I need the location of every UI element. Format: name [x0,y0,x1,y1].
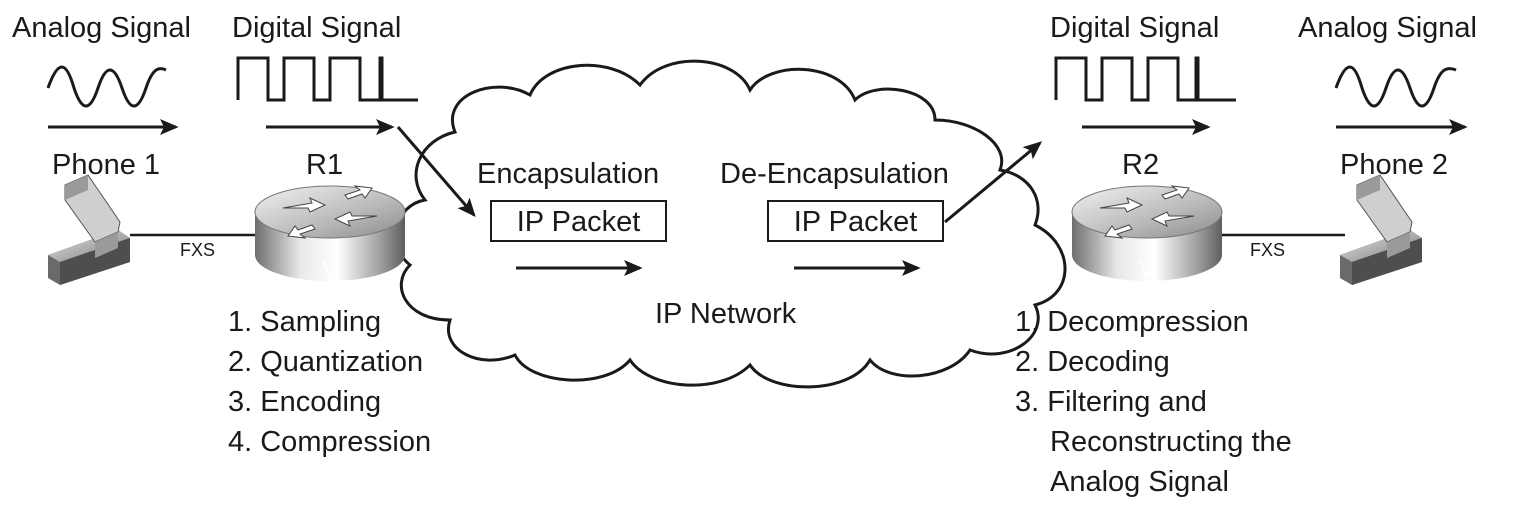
router-r2-icon [1071,185,1223,281]
left-digital-wave [236,56,418,102]
router-r2-badge: V [1139,257,1155,284]
deencapsulation-label: De-Encapsulation [720,158,949,190]
r2-step: 1. Decompression [1015,306,1249,338]
phone-1-icon [48,174,130,285]
router-r2-label: R2 [1122,149,1159,181]
left-analog-signal-label: Analog Signal [12,12,191,44]
encapsulation-label: Encapsulation [477,158,659,190]
r1-steps-list: 1. Sampling 2. Quantization 3. Encoding … [228,306,431,458]
ip-packet-label-right: IP Packet [794,206,918,238]
r2-step: 3. Filtering and [1015,386,1207,418]
fxs-label-right: FXS [1250,240,1285,260]
right-analog-wave [1334,65,1457,108]
phone-2-icon [1340,174,1422,285]
r2-step: 2. Decoding [1015,346,1170,378]
ip-packet-box-left [490,200,667,242]
r1-step: 4. Compression [228,426,431,458]
router-r1-badge: V [322,257,338,284]
r2-steps-list: 1. Decompression 2. Decoding 3. Filterin… [1015,306,1292,498]
right-digital-wave [1054,56,1236,102]
router-r1-label: R1 [306,149,343,181]
r1-step: 2. Quantization [228,346,423,378]
flow-arrow-out-of-cloud [944,141,1043,224]
right-analog-signal-label: Analog Signal [1298,12,1477,44]
r2-step: Reconstructing the [1050,426,1292,458]
phone-2-label: Phone 2 [1340,149,1448,181]
left-digital-signal-label: Digital Signal [232,12,401,44]
r1-step: 1. Sampling [228,306,381,338]
r2-step: Analog Signal [1050,466,1229,498]
ip-packet-box-right [767,200,944,242]
phone-1-label: Phone 1 [52,149,160,181]
ip-packet-label-left: IP Packet [517,206,641,238]
ip-network-label: IP Network [655,298,797,330]
flow-arrow-into-cloud [396,126,476,218]
ip-network-cloud [394,59,1067,389]
left-analog-wave [46,65,167,108]
router-r1-icon [254,185,406,281]
right-digital-signal-label: Digital Signal [1050,12,1219,44]
fxs-label-left: FXS [180,240,215,260]
r1-step: 3. Encoding [228,386,381,418]
